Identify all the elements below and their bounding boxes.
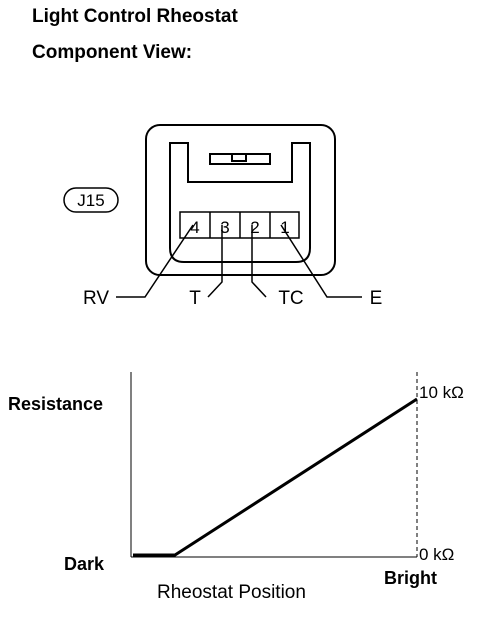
- signal-tc-label: TC: [278, 288, 303, 309]
- leader-t: [207, 225, 223, 298]
- x-start-label: Dark: [64, 554, 105, 574]
- pin-leader-lines: [116, 224, 362, 298]
- signal-t-label: T: [189, 288, 201, 309]
- signal-rv-label: RV: [83, 288, 109, 309]
- page-title: Light Control Rheostat: [32, 6, 238, 27]
- y-min-label: 0 kΩ: [419, 545, 454, 564]
- pin-2-label: 2: [250, 218, 259, 237]
- x-axis-label: Rheostat Position: [157, 582, 306, 603]
- leader-tc: [251, 225, 267, 298]
- y-axis-label: Resistance: [8, 394, 103, 414]
- connector-id-badge: J15: [63, 187, 119, 213]
- page-subtitle: Component View:: [32, 42, 193, 63]
- leader-e: [280, 224, 362, 298]
- pin-1-label: 1: [280, 218, 289, 237]
- resistance-line: [133, 397, 418, 557]
- resistance-graph: Resistance Dark Bright Rheostat Position…: [8, 372, 464, 603]
- terminal-block: 4 3 2 1: [179, 211, 300, 239]
- signal-e-label: E: [370, 288, 383, 309]
- connector-id-label: J15: [77, 191, 104, 210]
- x-end-label: Bright: [384, 568, 437, 588]
- pin-4-label: 4: [190, 218, 199, 237]
- connector-housing: [145, 124, 336, 276]
- leader-rv: [116, 224, 194, 298]
- pin-3-label: 3: [220, 218, 229, 237]
- y-max-label: 10 kΩ: [419, 383, 464, 402]
